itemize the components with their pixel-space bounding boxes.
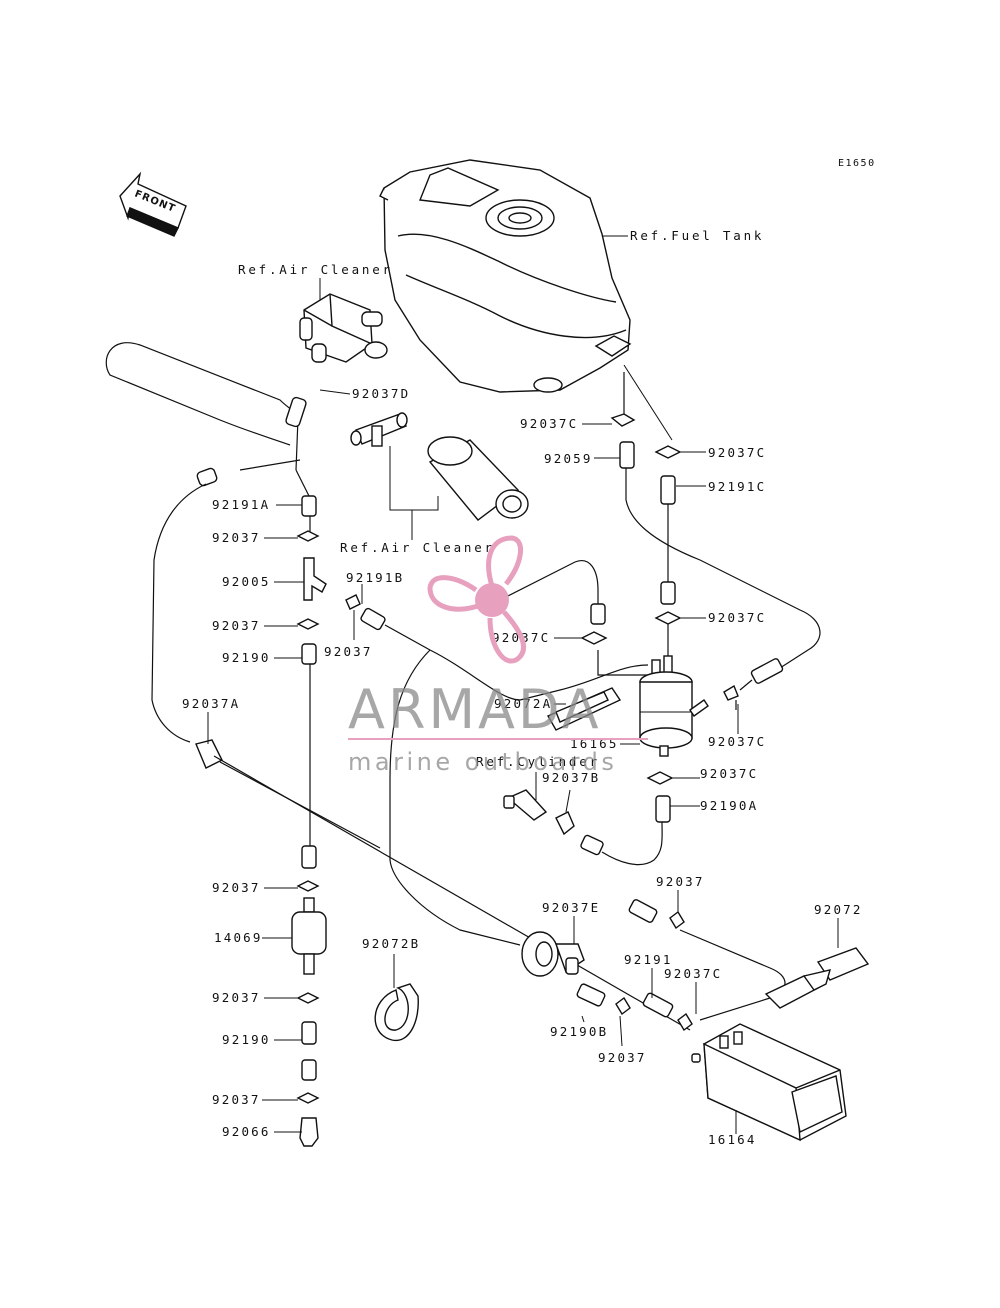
clamp-92037-a (296, 530, 320, 542)
hose-92191 (642, 992, 674, 1018)
label-92191A: 92191A (212, 497, 270, 512)
tee-fitting-92005 (303, 557, 327, 601)
label-92037-f: 92037 (212, 990, 261, 1005)
label-92037A: 92037A (182, 696, 240, 711)
label-14069: 14069 (214, 930, 263, 945)
label-92191: 92191 (624, 952, 673, 967)
label-92037E: 92037E (542, 900, 600, 915)
propeller-blade-icon (486, 535, 524, 587)
label-92072A: 92072A (494, 696, 552, 711)
label-92037-b: 92037 (212, 618, 261, 633)
propeller-logo-icon (427, 535, 527, 664)
hose-92059 (619, 441, 635, 469)
ref-fuel-tank-label: Ref.Fuel Tank (630, 228, 764, 243)
hose-92191B (360, 607, 386, 631)
ref-air-cleaner-top-label: Ref.Air Cleaner (238, 262, 393, 277)
label-92190: 92190 (222, 650, 271, 665)
label-92072: 92072 (814, 902, 863, 917)
watermark-tagline: marine outboards (348, 748, 617, 776)
label-92037-c: 92037 (324, 644, 373, 659)
label-92037-d: 92037 (656, 874, 705, 889)
clamp-92037-c (296, 880, 320, 892)
vacuum-valve-16165 (639, 655, 709, 757)
label-92190A: 92190A (700, 798, 758, 813)
bracket-92072 (764, 947, 870, 1009)
clamp-92037C-g (677, 1012, 693, 1032)
label-92005: 92005 (222, 574, 271, 589)
label-92066: 92066 (222, 1124, 271, 1139)
leader-lines (207, 389, 839, 1134)
label-92037B: 92037B (542, 770, 600, 785)
hose-92190B (576, 983, 606, 1007)
armada-watermark: ARMADA marine outboards (348, 535, 648, 776)
label-92037-e: 92037 (212, 880, 261, 895)
air-cleaner-mid-leader (389, 446, 439, 540)
clamp-92037-e (296, 1092, 320, 1104)
label-92037C-d: 92037C (708, 610, 766, 625)
label-92190B: 92190B (550, 1024, 608, 1039)
hose-92190-b (301, 1021, 317, 1045)
label-92037C-b: 92037C (708, 445, 766, 460)
clamp-92037C-e (723, 684, 739, 701)
hose-92191C (660, 475, 676, 505)
air-switching-valve (299, 293, 388, 363)
clamp-92037-d (296, 992, 320, 1004)
watermark-underline (348, 738, 648, 740)
clip-92037B (555, 811, 575, 836)
label-92037-h: 92037 (212, 1092, 261, 1107)
diagram-code: E1650 (838, 158, 876, 169)
label-92037D: 92037D (352, 386, 410, 401)
clamp-92037C-f (646, 771, 674, 785)
ref-cylinder-label: Ref.Cylinder (476, 754, 600, 769)
label-92037C-a: 92037C (520, 416, 578, 431)
canister-16164 (691, 1023, 847, 1142)
label-92072B: 92072B (362, 936, 420, 951)
clip-92037A (195, 739, 223, 769)
label-92037C-e: 92037C (708, 734, 766, 749)
label-16164: 16164 (708, 1132, 757, 1147)
clamp-92037C-c (654, 611, 682, 625)
label-92037C-f: 92037C (700, 766, 758, 781)
label-92037-a: 92037 (212, 530, 261, 545)
label-92191C: 92191C (708, 479, 766, 494)
watermark-brand: ARMADA (348, 678, 602, 741)
label-92037C-g: 92037C (664, 966, 722, 981)
label-92059: 92059 (544, 451, 593, 466)
front-arrow-icon: FRONT (119, 171, 187, 237)
ref-air-cleaner-mid-label: Ref.Air Cleaner (340, 540, 495, 555)
clamp-92037-g (669, 910, 685, 930)
fitting-92066 (299, 1117, 319, 1147)
hose-92190 (301, 643, 317, 665)
band-92072B (374, 983, 419, 1042)
label-92191B: 92191B (346, 570, 404, 585)
air-cleaner-duct (350, 412, 529, 521)
breather-hose-upper (105, 342, 297, 446)
hose-92190A (655, 795, 671, 823)
label-92190-b: 92190 (222, 1032, 271, 1047)
hose-92191A (301, 495, 317, 517)
clamp-92037C-a (610, 413, 636, 427)
clamp-92037C-b (654, 445, 682, 459)
cylinder-fitting (503, 789, 548, 821)
clamp-92037-f (345, 594, 361, 610)
clamp-92037-b (296, 618, 320, 630)
grommet-92037E (521, 931, 585, 977)
clamp-92037-h (615, 996, 631, 1016)
fuel-tank (379, 159, 632, 393)
label-92037-g: 92037 (598, 1050, 647, 1065)
fuel-filter-14069 (291, 897, 327, 975)
clamp-92037C-d (580, 631, 608, 645)
